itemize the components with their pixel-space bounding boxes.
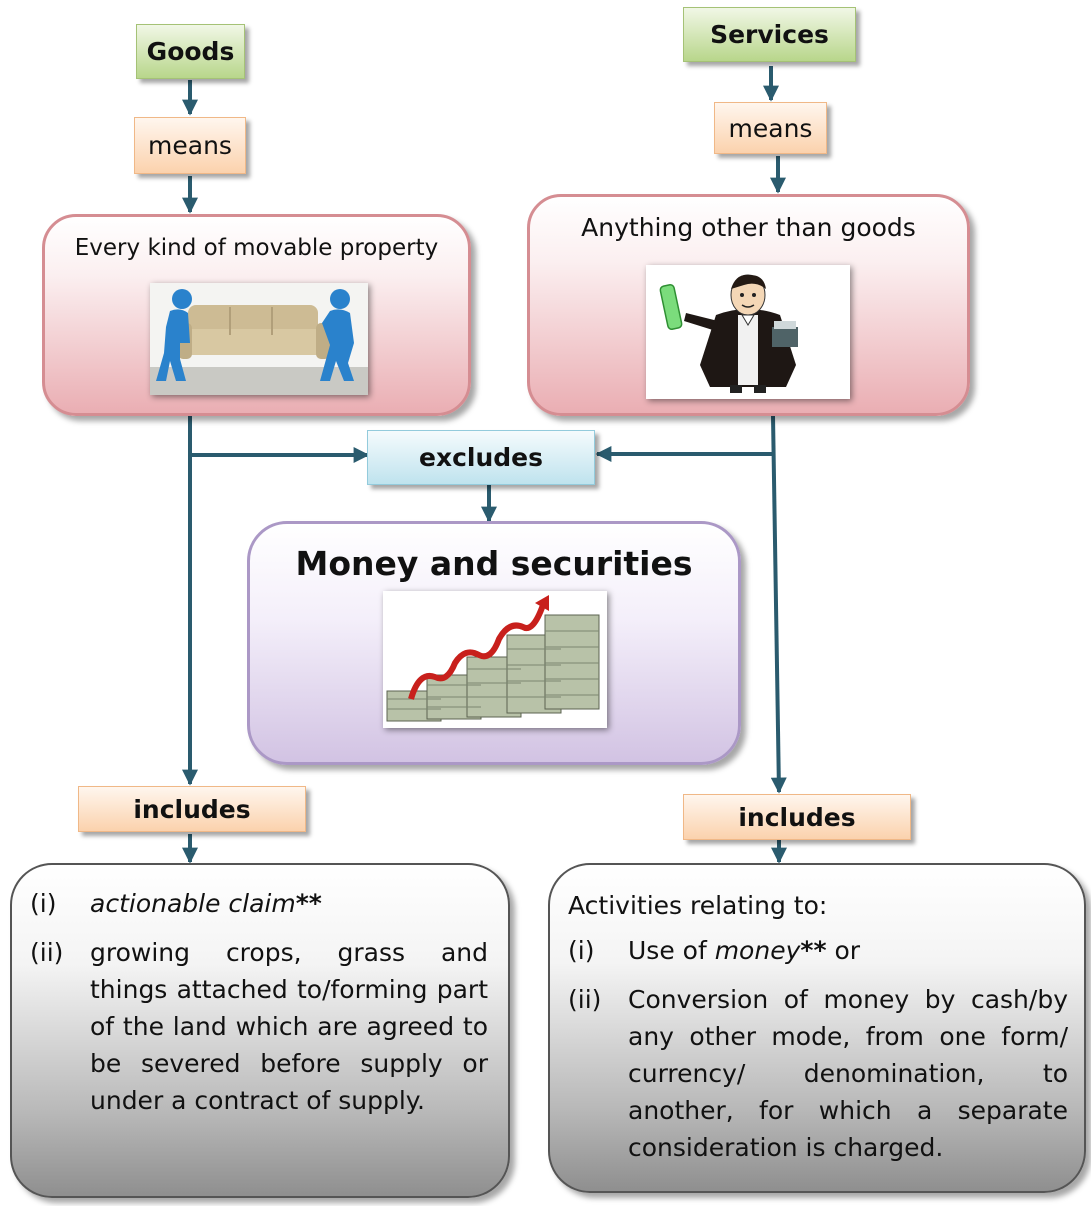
goods-title: Goods <box>146 37 235 66</box>
services-title: Services <box>710 20 829 49</box>
goods-title-box: Goods <box>136 24 245 79</box>
list-item-text: growing crops, grass and things attached… <box>90 938 488 1115</box>
list-item-text-pre: Use of <box>628 936 715 965</box>
list-item-number: (ii) <box>568 985 602 1014</box>
goods-means-box: means <box>134 117 246 174</box>
services-includes-intro: Activities relating to: <box>568 891 828 920</box>
footnote-mark: ** <box>800 936 827 965</box>
goods-includes-panel: (i) actionable claim** (ii) growing crop… <box>10 863 510 1198</box>
services-means-label: means <box>728 113 813 143</box>
services-includes-label: includes <box>738 802 856 832</box>
services-definition-text: Anything other than goods <box>581 213 916 242</box>
excludes-label: excludes <box>419 443 543 472</box>
goods-includes-list: (i) actionable claim** (ii) growing crop… <box>30 885 488 1119</box>
goods-definition-text: Every kind of movable property <box>74 235 439 261</box>
goods-means-label: means <box>148 131 232 160</box>
services-includes-panel: Activities relating to: (i) Use of money… <box>548 863 1086 1193</box>
list-item: (i) actionable claim** <box>30 885 488 922</box>
list-item: (i) Use of money** or <box>568 932 1068 969</box>
list-item-text: Conversion of money by cash/by any other… <box>628 985 1068 1162</box>
goods-includes-box: includes <box>78 786 306 832</box>
money-securities-box: Money and securities <box>247 521 741 765</box>
excludes-box: excludes <box>367 430 595 485</box>
list-item-text: actionable claim <box>90 889 296 918</box>
list-item-emphasis: money <box>714 936 801 965</box>
services-includes-list: Activities relating to: (i) Use of money… <box>568 887 1068 1166</box>
money-stacks-rising-arrow-image <box>383 591 607 728</box>
list-item: (ii) Conversion of money by cash/by any … <box>568 981 1068 1166</box>
services-title-box: Services <box>683 7 856 62</box>
services-definition-box: Anything other than goods <box>527 194 970 416</box>
money-securities-title: Money and securities <box>295 544 693 583</box>
list-item-text-post: or <box>826 936 861 965</box>
goods-definition-box: Every kind of movable property <box>42 214 471 416</box>
list-item-number: (i) <box>568 936 595 965</box>
list-item-number: (ii) <box>30 938 64 967</box>
list-item-number: (i) <box>30 889 57 918</box>
people-carrying-sofa-image <box>150 283 368 395</box>
goods-includes-label: includes <box>133 794 251 824</box>
services-means-box: means <box>714 102 827 154</box>
services-includes-box: includes <box>683 794 911 840</box>
list-item: (ii) growing crops, grass and things att… <box>30 934 488 1119</box>
arrow-services-to-includes <box>770 415 787 794</box>
lawyer-with-certificate-image <box>646 265 850 399</box>
footnote-mark: ** <box>295 889 322 918</box>
